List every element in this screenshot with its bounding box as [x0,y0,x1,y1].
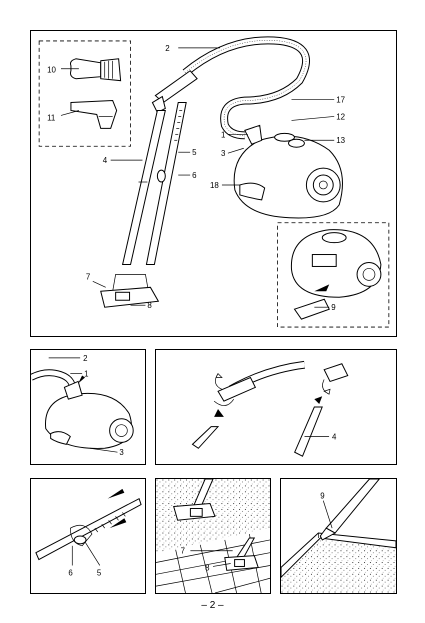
label-6: 6 [68,568,73,577]
tube-right [294,406,323,457]
label-3: 3 [119,448,124,457]
page-number: – 2 – [201,600,224,611]
telescope-slider [156,169,166,183]
label-8: 8 [147,301,152,310]
label-2: 2 [165,44,170,53]
label-7: 7 [181,547,185,556]
vacuum-rear-view [290,229,382,320]
tube-connect-illustration: 4 [191,360,349,457]
label-4: 4 [332,432,337,441]
tube-left [191,426,220,449]
label-10: 10 [47,66,56,75]
telescopic-tube [145,102,187,265]
label-11: 11 [47,113,56,122]
label-1: 1 [84,370,88,379]
vacuum-body [233,124,343,219]
hose-attach-illustration: 2 1 3 [31,354,134,457]
floor-nozzle-panel: 7 8 [155,478,271,594]
label-17: 17 [336,96,345,105]
tube-connect-panel: 4 [155,349,397,465]
hose-attach-panel: 2 1 3 [30,349,146,465]
label-8: 8 [205,563,210,572]
crevice-panel: 9 [280,478,397,594]
label-5: 5 [192,148,197,157]
extension-tube [121,109,166,265]
label-9: 9 [331,303,336,312]
label-9: 9 [320,492,324,501]
floor-nozzle-illustration: 7 8 [156,479,270,593]
upholstery-nozzle-icon [70,58,122,82]
label-7: 7 [86,272,91,281]
label-18: 18 [210,181,219,190]
label-12: 12 [336,112,345,121]
label-5: 5 [97,568,102,577]
accessory-box [38,40,131,147]
crevice-illustration: 9 [281,479,396,593]
label-3: 3 [221,149,226,158]
label-2: 2 [83,354,87,363]
brush-nozzle-icon [70,100,118,129]
main-overview-panel: 2 10 11 4 5 6 1 3 18 17 12 13 7 8 9 [30,30,397,337]
vacuum-overview-illustration: 2 10 11 4 5 6 1 3 18 17 12 13 7 8 9 [38,36,390,328]
label-4: 4 [103,156,108,165]
label-13: 13 [336,136,345,145]
label-1: 1 [221,130,226,139]
label-6: 6 [192,171,197,180]
crevice-tool-storage [293,298,330,320]
telescope-panel: 6 5 [30,478,146,594]
telescope-illustration: 6 5 [35,488,142,577]
inset-box [277,222,390,328]
